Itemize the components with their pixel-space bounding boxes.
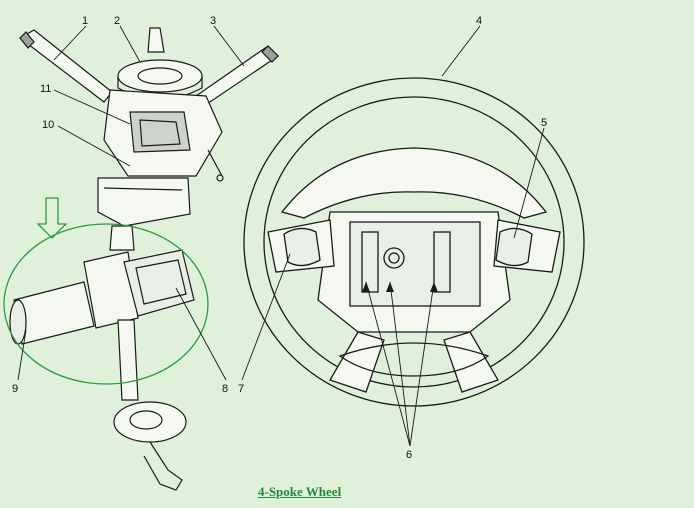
clock-spring bbox=[117, 59, 203, 93]
callout-3: 3 bbox=[210, 15, 216, 27]
callout-7: 7 bbox=[238, 383, 244, 395]
wheel-rim-outer bbox=[243, 77, 585, 407]
steering-column bbox=[9, 27, 279, 491]
right-control-pad bbox=[495, 227, 533, 267]
callout-10: 10 bbox=[42, 119, 54, 131]
leader-lines bbox=[17, 25, 545, 447]
top-connector bbox=[147, 27, 165, 53]
lower-housing bbox=[97, 177, 191, 227]
wheel-rim-inner bbox=[263, 96, 565, 388]
diagram-caption: 4-Spoke Wheel bbox=[258, 484, 342, 499]
callout-8: 8 bbox=[222, 383, 228, 395]
column-shaft-lower bbox=[117, 319, 139, 401]
intermediate-shaft-yoke bbox=[113, 401, 187, 443]
highlight-circle bbox=[3, 223, 209, 385]
callout-6: 6 bbox=[406, 449, 412, 461]
callout-2: 2 bbox=[114, 15, 120, 27]
left-control-pad bbox=[283, 227, 321, 267]
callout-4: 4 bbox=[476, 15, 482, 27]
column-shaft-upper bbox=[109, 225, 135, 251]
electric-motor bbox=[13, 281, 95, 345]
arrowheads bbox=[362, 282, 438, 292]
steering-wheel bbox=[243, 77, 585, 407]
callout-9: 9 bbox=[12, 383, 18, 395]
gear-housing bbox=[83, 251, 139, 329]
callout-11: 11 bbox=[40, 83, 51, 95]
down-arrow-icon bbox=[36, 197, 68, 239]
callout-1: 1 bbox=[82, 15, 88, 27]
callout-5: 5 bbox=[541, 117, 547, 129]
